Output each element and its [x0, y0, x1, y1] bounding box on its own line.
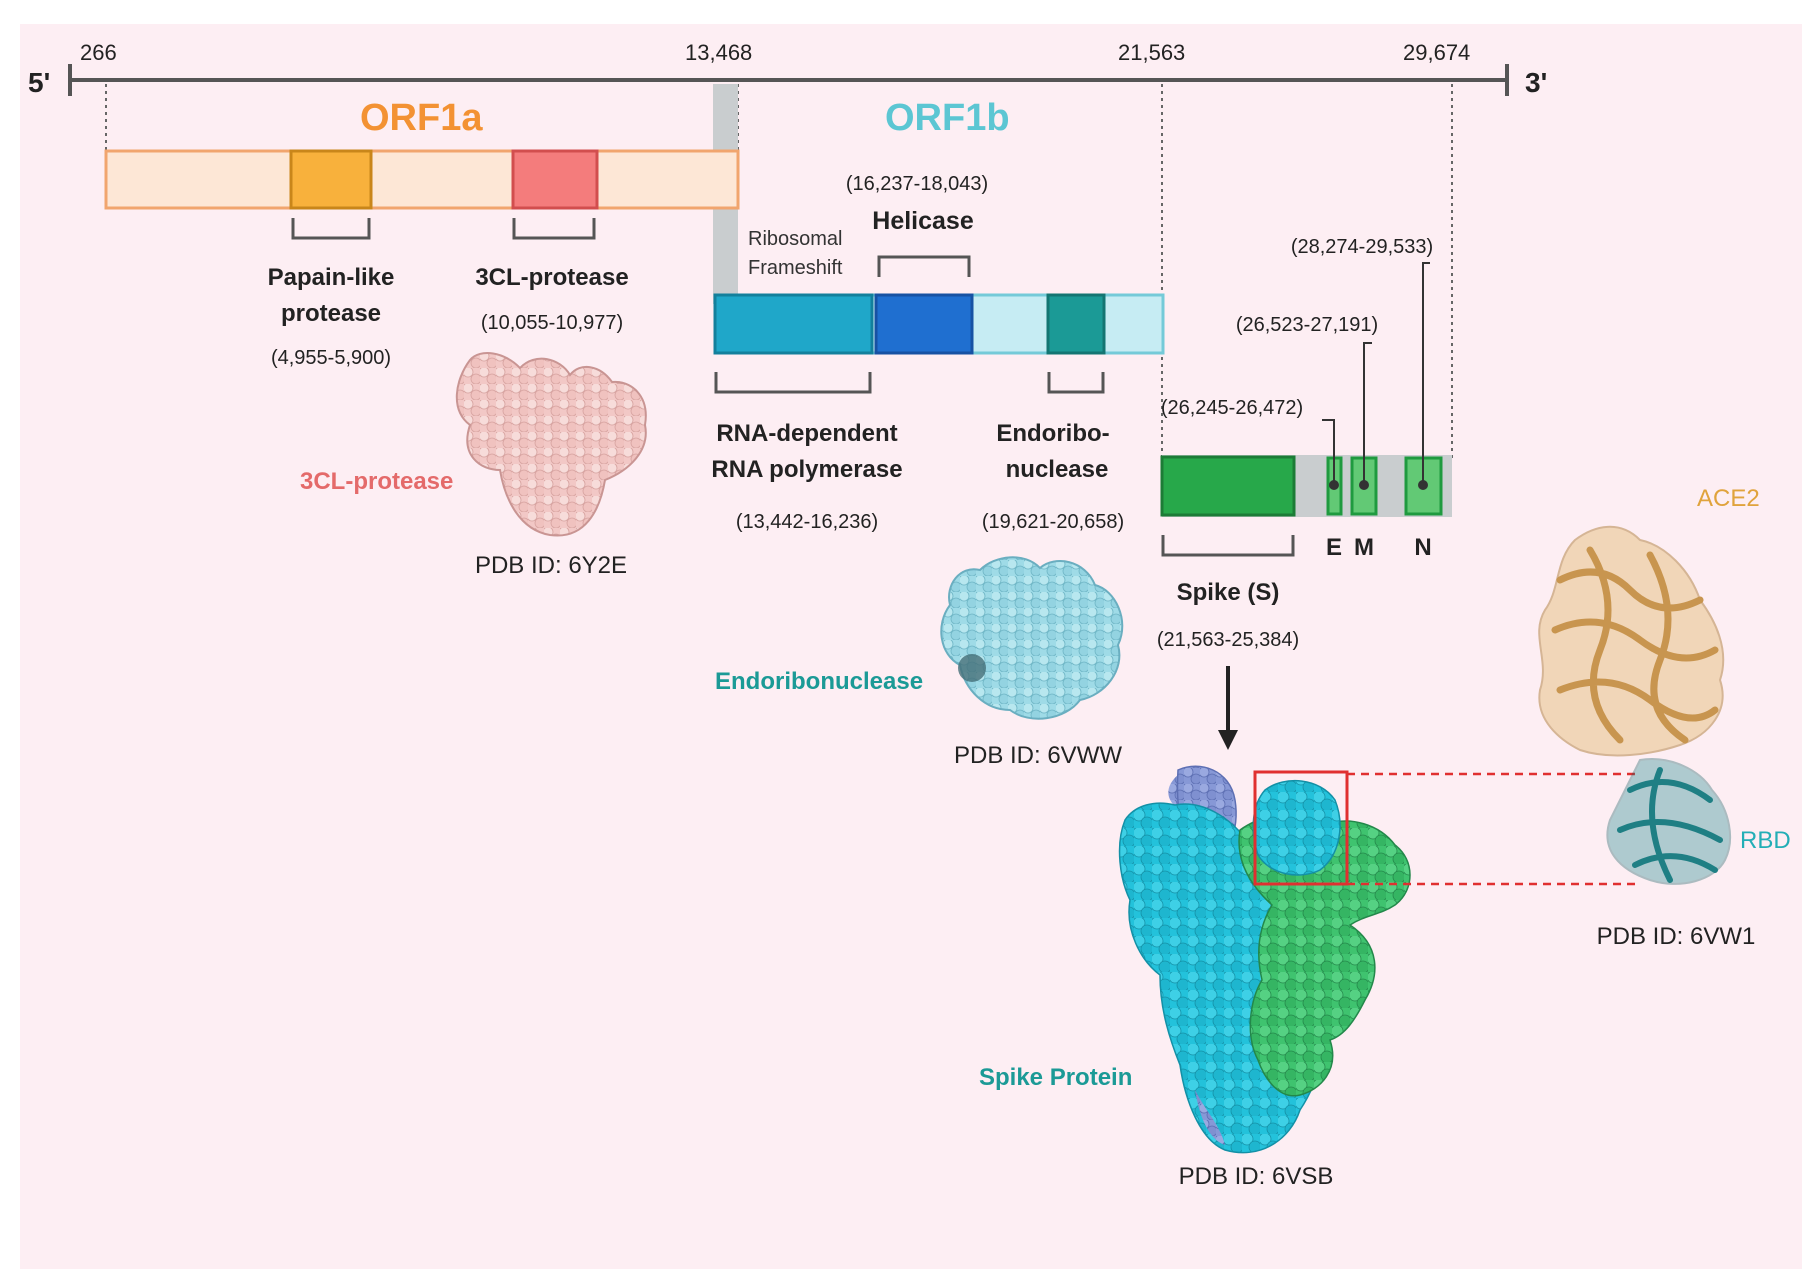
tick-label-266: 266	[80, 40, 117, 65]
papain-name-line2: protease	[281, 300, 381, 327]
ace2-pdb-id: PDB ID: 6VW1	[1597, 923, 1756, 950]
e-gene-label: E	[1326, 534, 1342, 561]
rbd-label: RBD	[1740, 827, 1791, 854]
frameshift-label-line1: Ribosomal	[748, 228, 842, 250]
rbd-highlight-box	[1253, 770, 1349, 886]
spike-gene-range: (21,563-25,384)	[1157, 629, 1299, 651]
tick-label-13468: 13,468	[685, 40, 752, 65]
genome-axis: 5' 3' 266 13,468 21,563 29,674	[28, 40, 1547, 98]
helicase-name: Helicase	[872, 207, 974, 235]
endo-structure-image	[940, 556, 1124, 720]
endo-range: (19,621-20,658)	[982, 511, 1124, 533]
cl3-bracket	[512, 218, 596, 240]
rbd-connector-lines	[1347, 772, 1640, 886]
frameshift-label-line2: Frameshift	[748, 257, 843, 279]
rdrp-bracket	[714, 372, 872, 394]
e-gene-range: (26,245-26,472)	[1161, 397, 1303, 419]
cl3-pdb-id: PDB ID: 6Y2E	[475, 552, 627, 579]
background-panel	[20, 24, 1802, 1269]
papain-range: (4,955-5,900)	[271, 347, 391, 369]
helicase-range: (16,237-18,043)	[846, 173, 988, 195]
cl3-structure-label: 3CL-protease	[300, 468, 453, 495]
orf1a-label: ORF1a	[360, 97, 483, 139]
endo-name-line1: Endoribo-	[996, 420, 1109, 447]
ace2-label: ACE2	[1697, 485, 1760, 512]
cl3-range: (10,055-10,977)	[481, 312, 623, 334]
endo-bracket	[1047, 372, 1105, 394]
endo-pdb-id: PDB ID: 6VWW	[954, 742, 1122, 769]
spike-arrow	[1218, 666, 1238, 750]
endo-structure-label: Endoribonuclease	[715, 668, 923, 695]
endo-domain	[1046, 293, 1106, 355]
rdrp-name-line2: RNA polymerase	[711, 456, 902, 483]
spike-pdb-id: PDB ID: 6VSB	[1179, 1163, 1334, 1190]
endo-name-line2: nuclease	[1006, 456, 1109, 483]
m-gene-range: (26,523-27,191)	[1236, 314, 1378, 336]
spike-gene-name: Spike (S)	[1177, 579, 1280, 606]
guide-lines	[105, 84, 1453, 462]
orf1a-bar	[104, 149, 740, 210]
tick-label-29674: 29,674	[1403, 40, 1470, 65]
papain-domain	[289, 149, 373, 210]
papain-name-line1: Papain-like	[268, 264, 395, 291]
spike-structure-label: Spike Protein	[979, 1064, 1132, 1091]
spike-bracket	[1161, 535, 1295, 557]
cl3-name: 3CL-protease	[475, 264, 628, 291]
m-gene-label: M	[1354, 534, 1374, 561]
gene-pointers	[1322, 262, 1430, 490]
spike-gene-domain	[1160, 455, 1296, 517]
five-prime-label: 5'	[28, 67, 50, 98]
rdrp-range: (13,442-16,236)	[736, 511, 878, 533]
ace2-rbd-structure-image	[1538, 525, 1732, 885]
papain-bracket	[291, 218, 371, 240]
rdrp-domain	[713, 293, 874, 355]
n-gene-label: N	[1414, 534, 1431, 561]
rdrp-name-line1: RNA-dependent	[716, 420, 897, 447]
helicase-bracket	[877, 255, 971, 277]
n-gene-range: (28,274-29,533)	[1291, 236, 1433, 258]
three-prime-label: 3'	[1525, 67, 1547, 98]
orf1b-label: ORF1b	[885, 97, 1010, 139]
cl3-domain	[511, 149, 599, 210]
helicase-domain	[874, 293, 974, 355]
cl3-structure-image	[455, 352, 647, 537]
tick-label-21563: 21,563	[1118, 40, 1185, 65]
